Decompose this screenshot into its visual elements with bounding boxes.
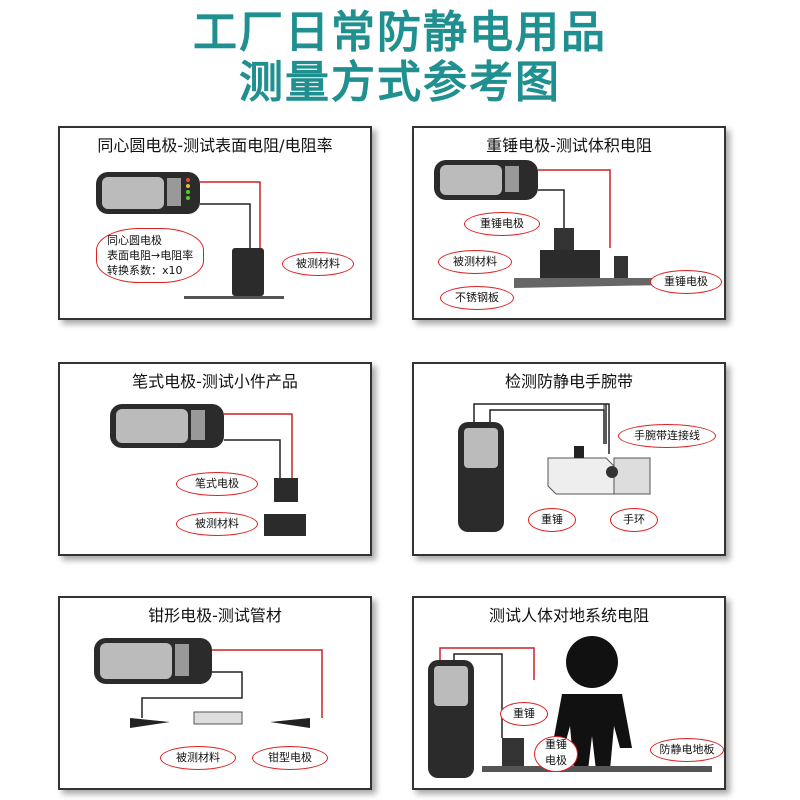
tube-icon [193,711,243,725]
pen-electrode-diagram [110,404,306,536]
note-line-3: 转换系数：x10 [107,264,183,277]
pen-label: 笔式电极 [176,472,258,496]
clamp-label: 钳型电极 [252,746,328,770]
weight-icon [574,446,584,458]
anti-static-floor [482,766,712,772]
wrist-icon [613,457,651,495]
panel-body-ground: 测试人体对地系统电阻 重锤 重锤 电极 防静电地板 [412,596,726,790]
meter-device-icon [94,638,212,684]
weight-electrode-icon [502,738,524,766]
weight-right-icon [614,256,628,278]
note-line-1: 同心圆电极 [107,234,162,247]
weight-electrode-diagram [434,160,714,288]
concentric-electrode-diagram [96,172,284,299]
clamp-electrode-diagram [94,638,323,728]
meter-device-icon [458,422,504,532]
weight-label: 重锤 [500,702,548,726]
material-plate [184,296,284,299]
person-icon [552,636,632,770]
clamp-right-icon [270,718,310,728]
body-ground-diagram [428,636,712,778]
concentric-note: 同心圆电极 表面电阻→电阻率 转换系数：x10 [96,228,205,283]
main-title-line-1: 工厂日常防静电用品 [193,7,607,58]
panel-title: 重锤电极-测试体积电阻 [486,136,652,155]
hand-icon [547,457,615,495]
concentric-electrode-icon [232,248,264,296]
meter-device-icon [96,172,200,214]
panel-pen-electrode: 笔式电极-测试小件产品 笔式电极 被测材料 [58,362,372,556]
material-label: 被测材料 [160,746,236,770]
meter-device-icon [110,404,224,448]
panel-title: 测试人体对地系统电阻 [488,606,649,625]
wrist-strap-diagram [458,403,651,532]
weight-right-label: 重锤电极 [650,270,722,294]
ring-icon [606,466,618,478]
panel-title: 笔式电极-测试小件产品 [132,372,298,391]
panel-title: 同心圆电极-测试表面电阻/电阻率 [97,136,333,155]
weight-label: 重锤 [528,508,576,532]
cord-label: 手腕带连接线 [618,424,716,448]
meter-device-icon [434,160,538,200]
weight-electrode-label-line-1: 重锤 [545,738,567,751]
material-label: 被测材料 [282,252,354,276]
main-title-line-2: 测量方式参考图 [239,57,561,108]
ring-label: 手环 [610,508,658,532]
material-label: 被测材料 [438,250,512,274]
steel-label: 不锈钢板 [440,286,514,310]
panel-title: 钳形电极-测试管材 [148,606,282,625]
pen-electrode-icon [274,478,298,502]
material-block [264,514,306,536]
panel-weight-electrode: 重锤电极-测试体积电阻 重锤电极 被测材料 不锈钢板 重锤电极 [412,126,726,320]
clamp-left-icon [130,718,170,728]
panel-wrist-strap: 检测防静电手腕带 手腕带连接线 重锤 手环 [412,362,726,556]
panel-clamp-electrode: 钳形电极-测试管材 被测材料 钳型电极 [58,596,372,790]
panel-concentric-electrode: 同心圆电极-测试表面电阻/电阻率 同心圆电极 表面电阻→电阻率 转换系数：x10… [58,126,372,320]
weight-top-icon [554,228,574,250]
note-line-2: 表面电阻→电阻率 [107,249,194,262]
weight-top-label: 重锤电极 [464,212,540,236]
floor-label: 防静电地板 [650,738,724,762]
weight-electrode-label-line-2: 电极 [545,754,567,767]
material-block [540,250,600,278]
material-label: 被测材料 [176,512,258,536]
meter-device-icon [428,660,474,778]
weight-electrode-label: 重锤 电极 [534,736,578,772]
panel-title: 检测防静电手腕带 [504,372,633,391]
